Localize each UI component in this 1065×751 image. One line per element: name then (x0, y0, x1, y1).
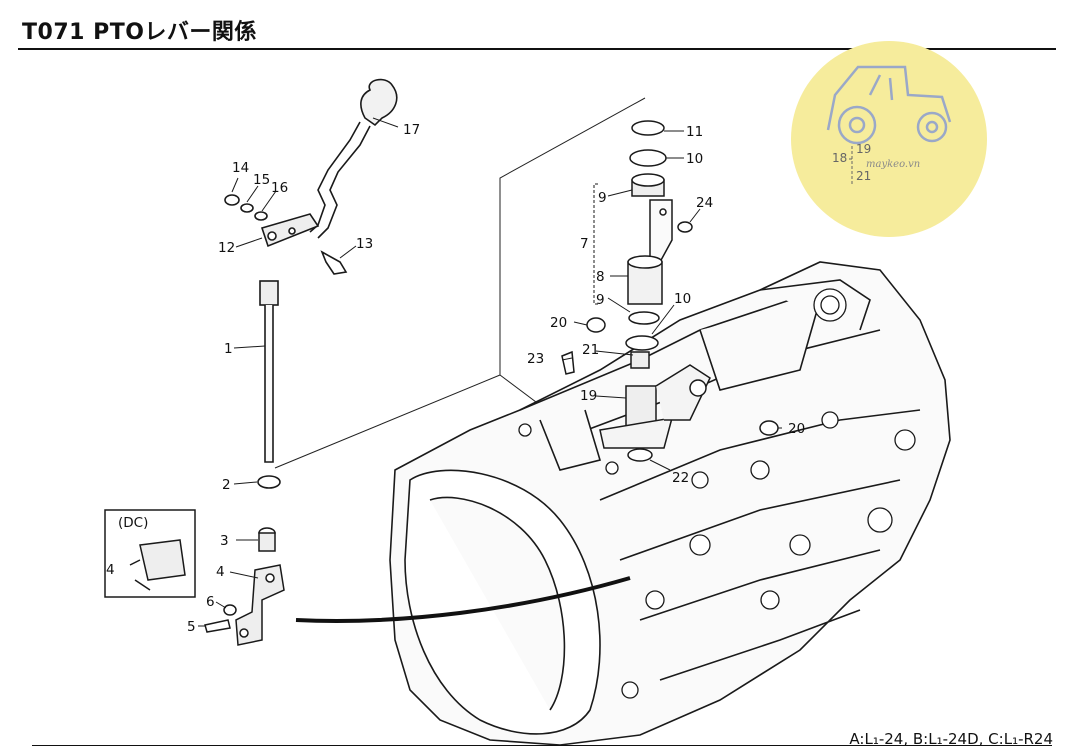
part-label-23: 23 (527, 351, 544, 367)
pto-arm-assembly (104, 509, 285, 646)
part-label-21: 21 (582, 342, 599, 358)
part-label-8: 8 (596, 269, 605, 285)
part-label-22: 22 (672, 470, 689, 486)
part-labels: 17 14 15 16 12 13 1 2 3 4 6 5 11 10 9 24… (187, 122, 805, 635)
part-label-3: 3 (220, 533, 229, 549)
part-label-10-lower: 10 (674, 291, 691, 307)
part-label-24: 24 (696, 195, 713, 211)
pto-shaft-stack (561, 120, 779, 462)
part-label-20-left: 20 (550, 315, 567, 331)
part-label-16: 16 (271, 180, 288, 196)
watermark-bracket (849, 146, 853, 186)
watermark-ref-bottom: 21 (856, 169, 871, 183)
watermark-circle (791, 41, 987, 237)
part-label-2: 2 (222, 477, 231, 493)
watermark-logo: 18 19 21 maykeo.vn (791, 41, 987, 237)
part-label-9-lower: 9 (596, 292, 605, 308)
part-label-4: 4 (216, 564, 225, 580)
page-title: T071 PTOレバー関係 (22, 20, 257, 45)
model-applicability: A:L₁-24, B:L₁-24D, C:L₁-R24 (849, 730, 1053, 748)
part-label-19: 19 (580, 388, 597, 404)
part-bracket-7 (593, 183, 598, 305)
part-label-10-upper: 10 (686, 151, 703, 167)
watermark-ref-left: 18 (832, 151, 847, 165)
part-label-20-right: 20 (788, 421, 805, 437)
part-label-14: 14 (232, 160, 249, 176)
part-label-7: 7 (580, 236, 589, 252)
part-label-15: 15 (253, 172, 270, 188)
watermark-ref-top: 19 (856, 142, 871, 156)
watermark-site: maykeo.vn (866, 159, 920, 170)
inset-part-label: 4 (106, 562, 115, 578)
part-label-17: 17 (403, 122, 420, 138)
inset-label: (DC) (118, 515, 148, 531)
part-label-6: 6 (206, 594, 215, 610)
leader-arrow (295, 576, 631, 623)
footer-rule (32, 745, 1052, 746)
transmission-case (389, 261, 951, 746)
pto-lever (224, 78, 398, 489)
part-label-5: 5 (187, 619, 196, 635)
part-label-11: 11 (686, 124, 703, 140)
part-label-12: 12 (218, 240, 235, 256)
leader-lines (198, 117, 782, 627)
part-label-9-upper: 9 (598, 190, 607, 206)
tractor-icon (826, 65, 952, 145)
part-label-13: 13 (356, 236, 373, 252)
title-underline (18, 48, 1056, 50)
part-label-1: 1 (224, 341, 233, 357)
case-bosses (518, 288, 916, 699)
